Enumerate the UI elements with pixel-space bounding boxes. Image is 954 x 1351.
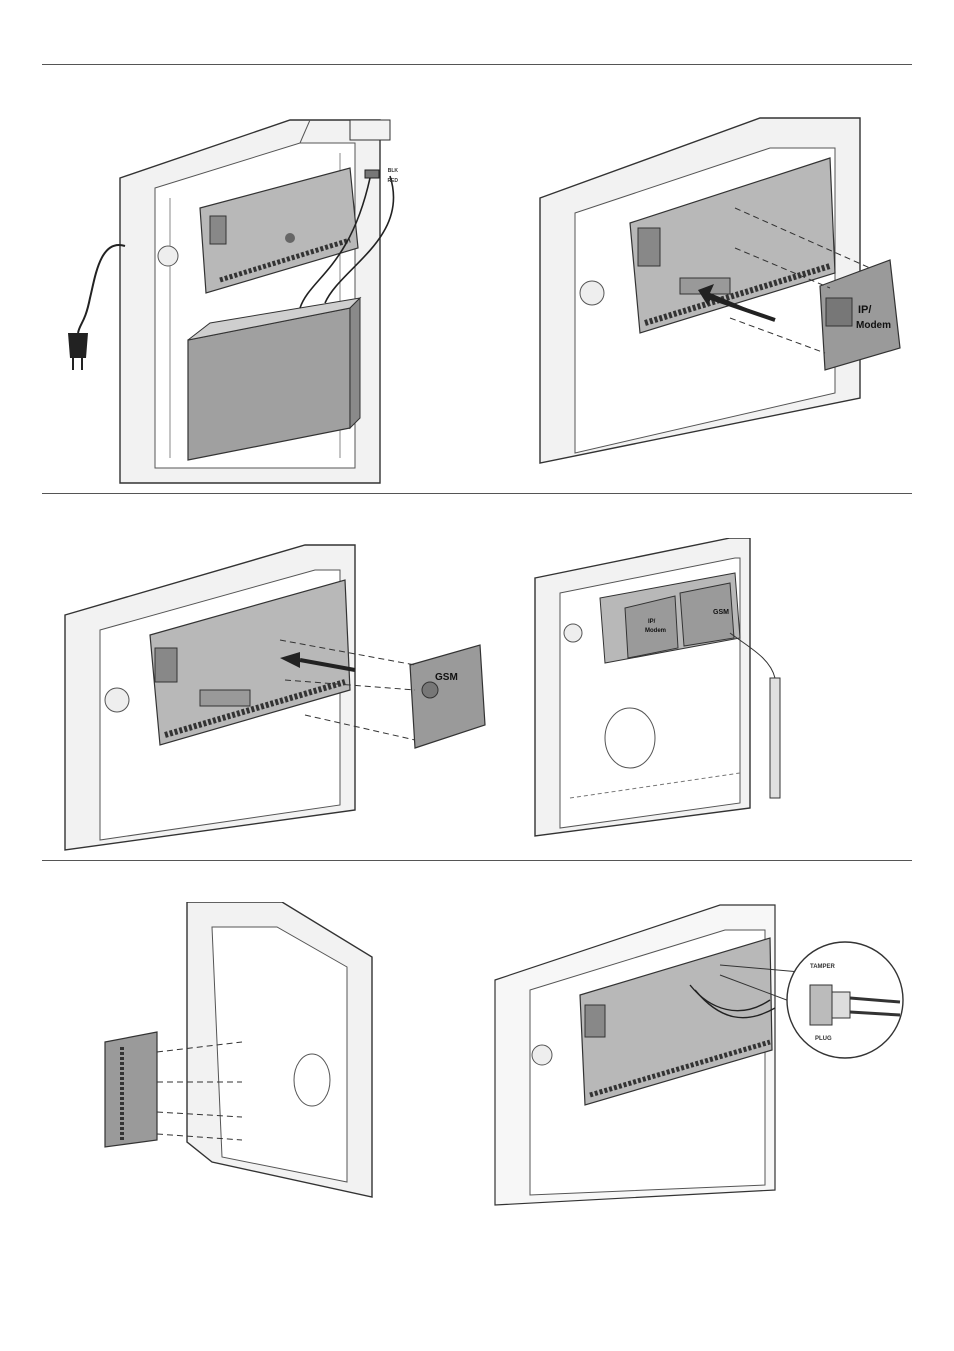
wire-label-red: RED (387, 178, 398, 184)
middle-divider-1 (42, 493, 912, 494)
top-divider (42, 64, 912, 65)
wire-label-blk: BLK (388, 168, 399, 174)
figure-ip-modem-install: IP/ Modem (539, 117, 901, 464)
tamper-label: TAMPER (810, 964, 836, 970)
figure-gsm-install: GSM (64, 544, 486, 851)
ip-label-line2: Modem (645, 628, 666, 634)
ip-label-line1: IP/ (648, 619, 656, 625)
gsm-label-small: GSM (713, 609, 729, 616)
figure-tamper-connection: TAMPER PLUG (494, 904, 904, 1206)
figure-plugin-board (104, 902, 373, 1198)
figure-battery-install: BLK RED (68, 119, 399, 484)
module-label-line2: Modem (856, 320, 891, 331)
plug-label: PLUG (815, 1036, 832, 1042)
middle-divider-2 (42, 860, 912, 861)
gsm-label: GSM (435, 672, 458, 683)
module-label-line1: IP/ (858, 304, 871, 316)
figure-both-modules: IP/ Modem GSM (534, 538, 781, 837)
